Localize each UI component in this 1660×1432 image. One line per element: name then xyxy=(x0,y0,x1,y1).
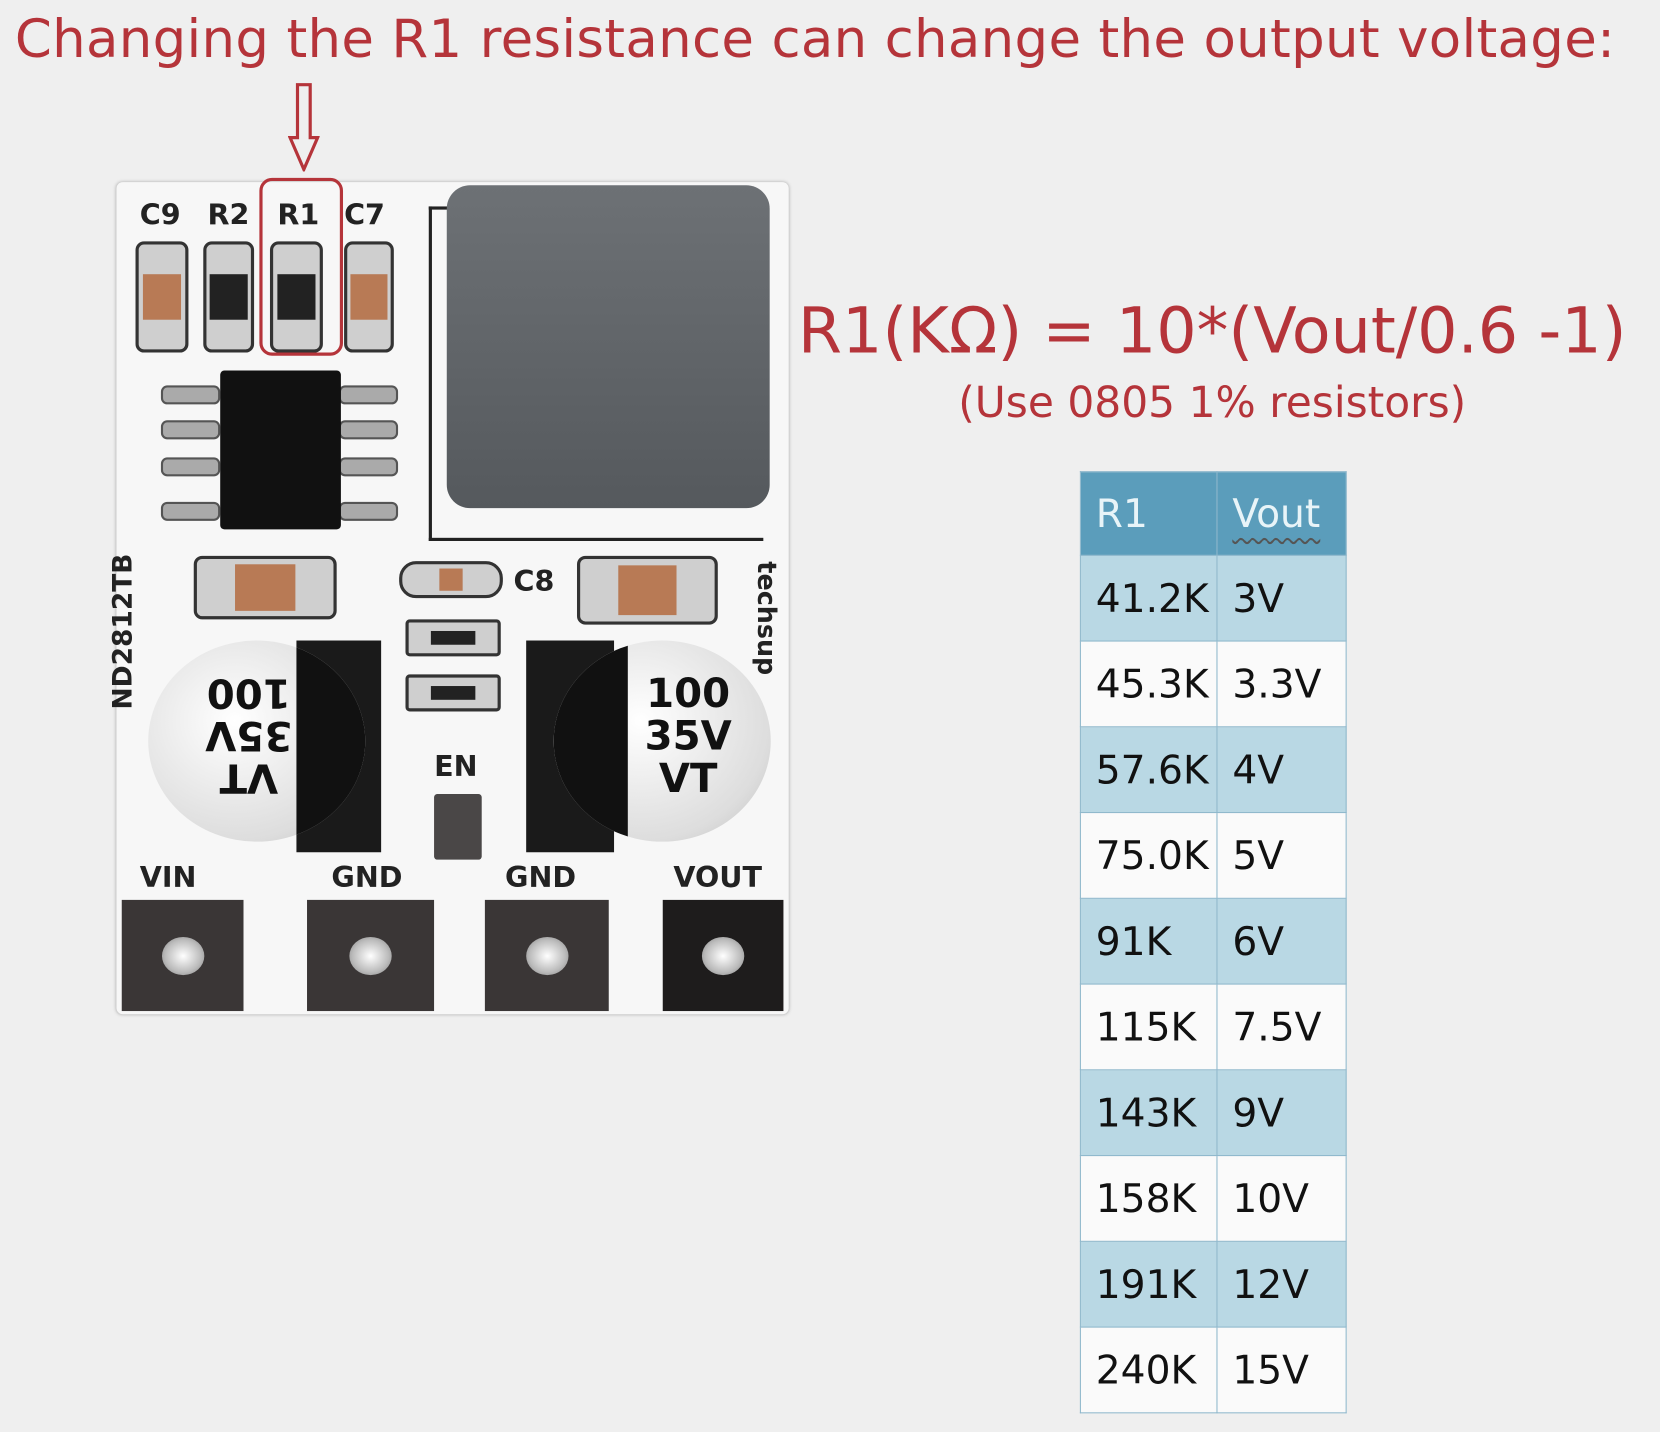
header-r1: R1 xyxy=(1079,471,1218,556)
ic-chip xyxy=(220,370,341,530)
cell-r1: 91K xyxy=(1079,897,1218,985)
capacitor-c9 xyxy=(135,241,189,353)
terminal-vin xyxy=(121,899,244,1012)
capacitor-c7 xyxy=(344,241,394,353)
cap-label: 35V xyxy=(205,712,293,760)
capacitor xyxy=(193,555,337,620)
terminal-vout xyxy=(662,899,784,1012)
cell-vout: 5V xyxy=(1216,812,1347,899)
cap-label: VT xyxy=(219,754,279,802)
label-c9: C9 xyxy=(139,199,181,232)
formula: R1(KΩ) = 10*(Vout/0.6 -1) xyxy=(797,294,1627,369)
resistor-r1 xyxy=(269,241,323,353)
label-en: EN xyxy=(434,750,478,784)
inductor xyxy=(446,185,770,509)
cell-vout: 4V xyxy=(1216,726,1347,814)
cap-label: 100 xyxy=(646,670,731,717)
label-r1: R1 xyxy=(277,199,320,232)
label-c8: C8 xyxy=(513,565,555,599)
label-gnd: GND xyxy=(504,861,577,895)
electrolytic-capacitor-right: 100 35V VT xyxy=(553,640,771,842)
cell-vout: 3V xyxy=(1216,554,1347,642)
cell-r1: 75.0K xyxy=(1079,812,1218,899)
cell-r1: 240K xyxy=(1079,1326,1218,1414)
capacitor xyxy=(576,555,718,625)
cell-r1: 191K xyxy=(1079,1240,1218,1328)
resistor xyxy=(405,674,501,712)
cell-r1: 143K xyxy=(1079,1069,1218,1157)
resistor xyxy=(405,619,501,657)
label-r2: R2 xyxy=(207,199,250,232)
cell-vout: 12V xyxy=(1216,1240,1347,1328)
pcb-board-image: C9 R2 R1 C7 ND2812TB techsup C8 VT 35V xyxy=(107,177,789,1015)
header-vout: Vout xyxy=(1216,471,1347,556)
cell-r1: 57.6K xyxy=(1079,726,1218,814)
electrolytic-capacitor-left: VT 35V 100 xyxy=(148,640,366,842)
down-arrow-icon xyxy=(287,83,320,172)
heading: Changing the R1 resistance can change th… xyxy=(14,8,1616,70)
table-header-row: R1 Vout xyxy=(1079,471,1347,556)
capacitor-c8 xyxy=(399,561,503,599)
label-vout: VOUT xyxy=(673,861,762,895)
cap-label: 100 xyxy=(206,670,291,717)
label-model: ND2812TB xyxy=(107,553,138,710)
cap-label: 35V xyxy=(644,712,732,760)
r1-highlight-box xyxy=(259,177,344,356)
resistor-note: (Use 0805 1% resistors) xyxy=(958,379,1467,428)
label-c7: C7 xyxy=(344,199,385,232)
cell-r1: 45.3K xyxy=(1079,640,1218,728)
cell-r1: 41.2K xyxy=(1079,554,1218,642)
en-pad xyxy=(434,794,482,860)
terminal-gnd xyxy=(307,899,435,1012)
cell-vout: 15V xyxy=(1216,1326,1347,1414)
terminal-gnd xyxy=(484,899,609,1012)
cell-vout: 10V xyxy=(1216,1155,1347,1242)
cell-vout: 3.3V xyxy=(1216,640,1347,728)
cell-r1: 115K xyxy=(1079,983,1218,1071)
cell-vout: 9V xyxy=(1216,1069,1347,1157)
resistor-r2 xyxy=(203,241,255,353)
cap-label: VT xyxy=(658,754,718,802)
label-brand: techsup xyxy=(751,561,782,676)
cell-r1: 158K xyxy=(1079,1155,1218,1242)
label-vin: VIN xyxy=(139,861,197,895)
label-gnd: GND xyxy=(331,861,403,895)
cell-vout: 7.5V xyxy=(1216,983,1347,1071)
cell-vout: 6V xyxy=(1216,897,1347,985)
